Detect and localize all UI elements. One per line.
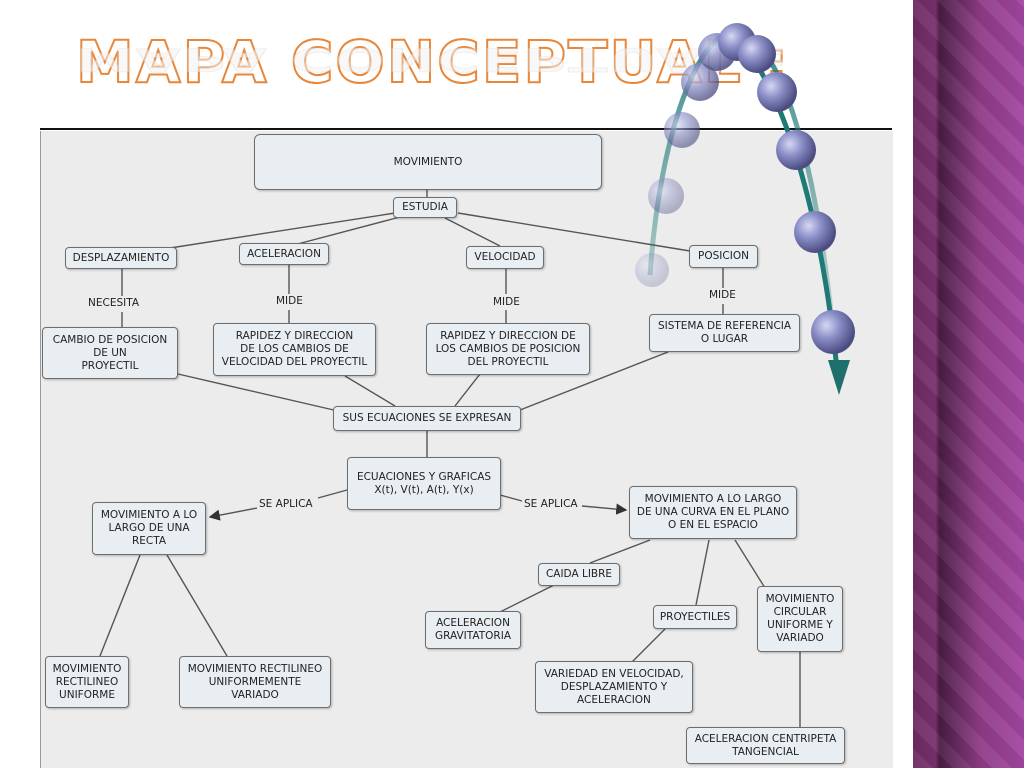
- node-ecuaciones-graficas: ECUACIONES Y GRAFICAS X(t), V(t), A(t), …: [347, 457, 501, 510]
- node-movimiento: MOVIMIENTO: [254, 134, 602, 190]
- node-caida-libre: CAIDA LIBRE: [538, 563, 620, 586]
- node-mruv: MOVIMIENTO RECTILINEO UNIFORMEMENTE VARI…: [179, 656, 331, 708]
- link-label-necesita: NECESITA: [86, 297, 141, 309]
- node-desplazamiento: DESPLAZAMIENTO: [65, 247, 177, 269]
- node-sistema-referencia: SISTEMA DE REFERENCIA O LUGAR: [649, 314, 800, 352]
- node-centripeta: ACELERACION CENTRIPETA TANGENCIAL: [686, 727, 845, 764]
- node-movimiento-recta: MOVIMIENTO A LO LARGO DE UNA RECTA: [92, 502, 206, 555]
- node-ecuaciones-expresan: SUS ECUACIONES SE EXPRESAN: [333, 406, 521, 431]
- node-rapidez-velocidad: RAPIDEZ Y DIRECCION DE LOS CAMBIOS DE VE…: [213, 323, 376, 376]
- projectile-trajectory-illustration: [635, 23, 855, 395]
- node-proyectiles: PROYECTILES: [653, 605, 737, 629]
- title-divider: [40, 128, 892, 130]
- node-cambio-posicion: CAMBIO DE POSICION DE UN PROYECTIL: [42, 327, 178, 379]
- link-label-mide: MIDE: [707, 289, 738, 301]
- link-label-mide: MIDE: [274, 295, 305, 307]
- ball-icon: [635, 23, 855, 354]
- node-movimiento-curva: MOVIMIENTO A LO LARGO DE UNA CURVA EN EL…: [629, 486, 797, 539]
- node-circular: MOVIMIENTO CIRCULAR UNIFORME Y VARIADO: [757, 586, 843, 652]
- node-mru: MOVIMIENTO RECTILINEO UNIFORME: [45, 656, 129, 708]
- link-label-se-aplica: SE APLICA: [257, 498, 315, 510]
- node-posicion: POSICION: [689, 245, 758, 268]
- link-label-se-aplica: SE APLICA: [522, 498, 580, 510]
- link-label-mide: MIDE: [491, 296, 522, 308]
- node-estudia: ESTUDIA: [393, 197, 457, 218]
- node-aceleracion-gravitatoria: ACELERACION GRAVITATORIA: [425, 611, 521, 649]
- node-velocidad: VELOCIDAD: [466, 246, 544, 269]
- node-variedad: VARIEDAD EN VELOCIDAD, DESPLAZAMIENTO Y …: [535, 661, 693, 713]
- node-rapidez-posicion: RAPIDEZ Y DIRECCION DE LOS CAMBIOS DE PO…: [426, 323, 590, 375]
- slide-title: MAPA CONCEPTUAL :: [75, 27, 791, 97]
- side-decoration-stripe: [913, 0, 1024, 768]
- node-aceleracion: ACELERACION: [239, 243, 329, 265]
